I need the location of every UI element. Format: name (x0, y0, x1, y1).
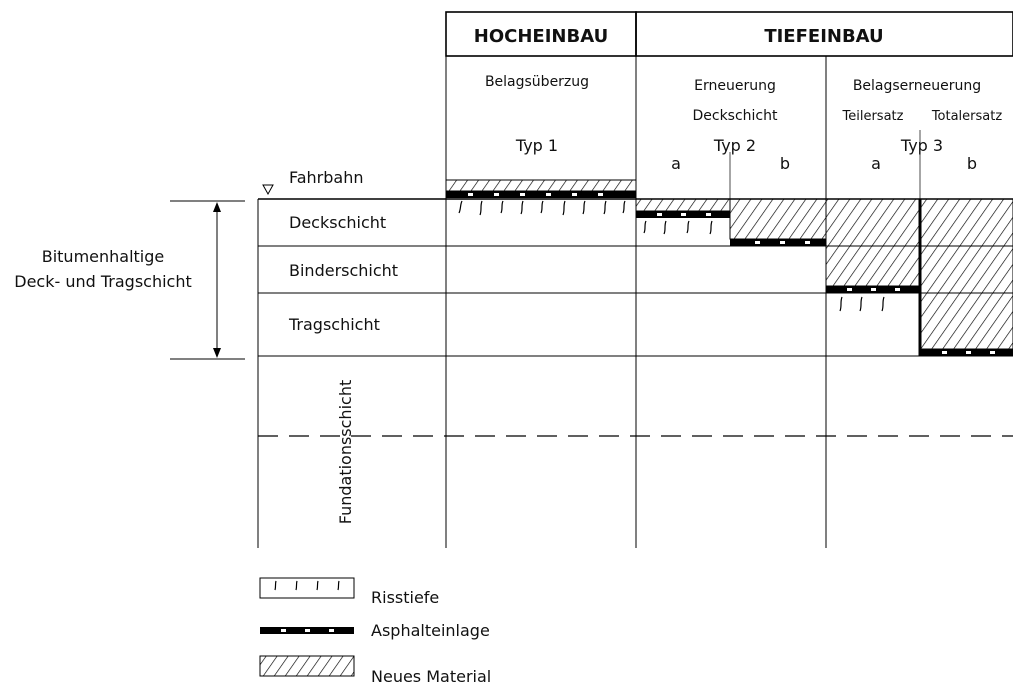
method-totalersatz: Totalersatz (931, 109, 1003, 124)
water-level-triangle-icon (262, 184, 274, 196)
typ2b-new-material (729, 198, 827, 240)
typ2a-interlayer-dashes (657, 213, 711, 216)
type-3-b: b (967, 154, 977, 173)
type-1: Typ 1 (515, 136, 558, 155)
typ2a-new-material (635, 198, 731, 212)
layer-fundationsschicht: Fundationsschicht (336, 380, 355, 524)
fahrbahn-label: Fahrbahn (289, 168, 364, 187)
type-3-a: a (871, 154, 881, 173)
header-tiefeinbau: TIEFEINBAU (764, 26, 883, 47)
typ1-interlayer-dashes (468, 193, 603, 196)
type-2-b: b (780, 154, 790, 173)
typ3a-new-material (825, 198, 921, 287)
legend-asphalteinlage-label: Asphalteinlage (371, 621, 490, 640)
method-belagsueberzug: Belagsüberzug (485, 74, 589, 90)
layer-tragschicht: Tragschicht (288, 315, 380, 334)
typ3b-interlayer-dashes (942, 351, 995, 354)
method-deckschicht: Deckschicht (692, 108, 778, 124)
legend-asphalteinlage-dashes (281, 629, 334, 632)
typ2b-asphalt-interlayer (730, 239, 826, 246)
typ1-new-material (445, 179, 637, 192)
typ2b-interlayer-dashes (755, 241, 810, 244)
typ1-cracks (458, 200, 626, 216)
method-teilersatz: Teilersatz (842, 109, 904, 124)
legend: Risstiefe Asphalteinlage Neues Material (259, 577, 491, 685)
legend-neues-material-label: Neues Material (371, 667, 491, 685)
legend-neues-material-swatch (259, 655, 355, 677)
group-label-line2: Deck- und Tragschicht (14, 272, 192, 291)
typ3a-cracks (839, 296, 885, 312)
type-2-a: a (671, 154, 681, 173)
group-label-line1: Bitumenhaltige (42, 247, 165, 266)
header-box-tiefeinbau (635, 11, 1013, 57)
bracket-arrow-down-icon (213, 348, 221, 358)
type-2: Typ 2 (713, 136, 756, 155)
bracket-arrow-up-icon (213, 202, 221, 212)
method-erneuerung: Erneuerung (694, 78, 776, 94)
typ2a-cracks (643, 220, 713, 235)
typ1-asphalt-interlayer (446, 191, 636, 198)
method-belagserneuerung: Belagserneuerung (853, 78, 981, 94)
typ3a-interlayer-dashes (847, 288, 900, 291)
type-3: Typ 3 (900, 136, 943, 155)
legend-risstiefe-swatch (259, 577, 355, 599)
layer-binderschicht: Binderschicht (289, 261, 398, 280)
header-hocheinbau: HOCHEINBAU (474, 26, 608, 47)
typ3b-new-material (919, 198, 1013, 350)
legend-risstiefe-label: Risstiefe (371, 588, 439, 607)
layer-deckschicht: Deckschicht (289, 213, 386, 232)
legend-crack-icon (274, 580, 340, 591)
